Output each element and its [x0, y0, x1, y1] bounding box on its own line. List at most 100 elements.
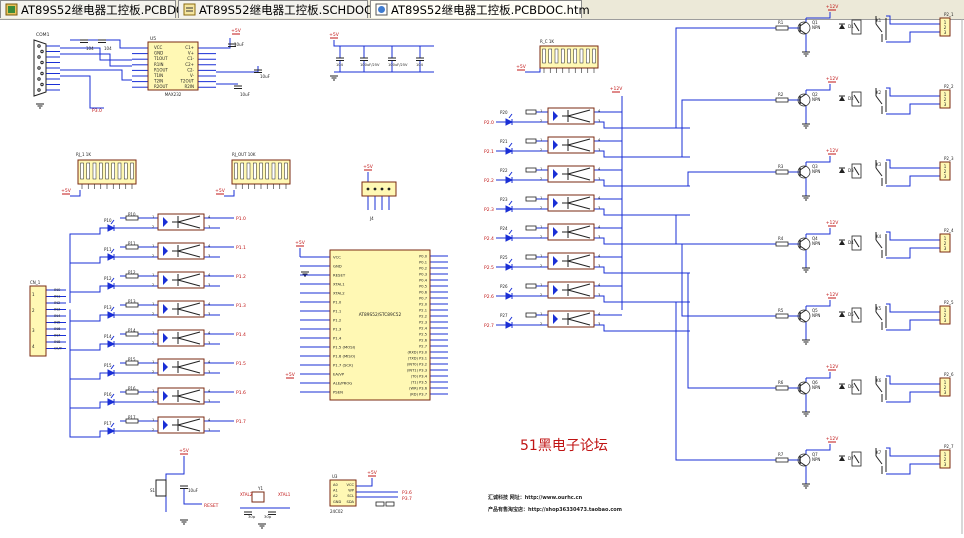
diode-ref: D5 — [848, 312, 854, 317]
transistor-ref: Q3 — [812, 164, 818, 169]
pin-number: 3 — [944, 318, 947, 323]
pin-number: 1 — [152, 273, 154, 277]
chip-pin-left: A1 — [333, 489, 338, 493]
pin-number: 1 — [944, 236, 947, 241]
resistor-symbol — [125, 215, 139, 221]
components-layer — [29, 9, 951, 529]
pin-number: 4 — [208, 302, 211, 306]
mcu-pin-right: (RD) P3.7 — [410, 393, 427, 397]
wire — [886, 391, 940, 403]
wire — [594, 237, 690, 245]
optocoupler-symbol — [163, 360, 201, 374]
optocoupler-symbol — [163, 418, 201, 432]
net-label: P1.7 — [236, 419, 246, 425]
npn-transistor-symbol — [797, 309, 811, 323]
pin-number: 2 — [540, 119, 542, 123]
pin-number: 1 — [540, 196, 542, 200]
power-label: +12V — [826, 220, 839, 226]
pin-number: 1 — [540, 283, 542, 287]
cap-value: 104 — [86, 46, 94, 51]
pin-number: 1 — [944, 20, 947, 25]
mcu-pin-right: P2.6 — [419, 339, 428, 343]
diode-symbol — [839, 239, 845, 245]
resistor-symbol — [125, 273, 139, 279]
connector-pin-label: IN3 — [54, 307, 61, 312]
resistor-symbol — [525, 109, 537, 115]
resistor-symbol — [525, 196, 537, 202]
net-label: P1.5 — [236, 361, 246, 367]
chip-pin-left: VCC — [154, 45, 163, 50]
transistor-type: NPN — [812, 169, 820, 174]
connector-pin-label: IN0 — [54, 287, 61, 292]
led-ref: P27 — [500, 313, 508, 318]
capacitor-symbol — [254, 69, 262, 73]
wire — [806, 12, 831, 19]
diode-symbol — [839, 311, 845, 317]
terminal-ref: P2_3 — [944, 156, 954, 161]
terminal-ref: P2_2 — [944, 84, 954, 89]
diode-ref: D4 — [848, 240, 854, 245]
pin-number: 1 — [152, 418, 154, 422]
pin-number: 3 — [32, 328, 35, 333]
resistor-symbol — [775, 385, 789, 391]
mcu-pin-left: RESET — [333, 273, 346, 278]
schematic-drawing: COM1U5VCCGNDT1OUTR1INR1OUTT1INT2INR2OUTC… — [29, 4, 963, 534]
mcu-pin-left: GND — [333, 264, 342, 269]
mcu-pin-right: (T0) P3.4 — [411, 375, 428, 379]
wire — [183, 489, 202, 505]
ground-symbol — [36, 103, 44, 109]
ground-symbol — [802, 123, 810, 129]
net-label: P1.1 — [236, 245, 246, 251]
optocoupler-symbol — [553, 138, 591, 152]
resistor-ref: P16 — [128, 386, 136, 391]
capacitor-symbol — [98, 39, 106, 43]
tab-label: AT89S52继电器工控板.PCBDOC — [21, 3, 194, 17]
connector-pin-label: IN8 — [54, 339, 61, 344]
pin-number: 2 — [152, 428, 154, 432]
chip-name: 24C02 — [330, 509, 343, 514]
mcu-pin-right: P0.5 — [419, 285, 427, 289]
pin-number: 1 — [944, 164, 947, 169]
terminal-block — [939, 305, 951, 325]
pin-number: 4 — [598, 283, 601, 287]
diode-ref: D1 — [848, 24, 854, 29]
net-label: P3.6 — [402, 490, 412, 496]
mcu-pin-right: P2.1 — [419, 309, 427, 313]
jumper-block — [361, 181, 397, 197]
relay-ref: K7 — [876, 450, 882, 455]
mcu-pin-left: P1.6 (MISO) — [333, 354, 356, 359]
led-ref: P22 — [500, 168, 508, 173]
optocoupler-symbol — [163, 389, 201, 403]
pin-number: 3 — [208, 370, 210, 374]
resistor-ref: P14 — [128, 328, 136, 333]
power-label: +5V — [215, 188, 226, 194]
net-label: P2.5 — [484, 265, 494, 271]
tab-schdoc[interactable]: AT89S52继电器工控板.SCHDOC — [178, 0, 372, 18]
db9-pin — [37, 88, 41, 92]
tab-pcbdoc[interactable]: AT89S52继电器工控板.PCBDOC — [0, 0, 193, 18]
power-label: +12V — [826, 148, 839, 154]
led-symbol — [107, 219, 116, 232]
relay-ref: K4 — [876, 234, 882, 239]
wire — [224, 190, 235, 197]
power-label: +12V — [826, 4, 839, 10]
wire — [675, 302, 776, 461]
pin-number: 4 — [598, 167, 601, 171]
diode-ref: D3 — [848, 168, 854, 173]
capacitor-symbol — [180, 485, 188, 489]
resistor-ref: R5 — [778, 308, 784, 313]
tab-html[interactable]: AT89S52继电器工控板.PCBDOC.htm — [370, 0, 590, 18]
optocoupler-symbol — [163, 273, 201, 287]
transistor-type: NPN — [812, 97, 820, 102]
pin-number: 1 — [152, 244, 154, 248]
capacitor-symbol — [80, 39, 88, 43]
transistor-ref: Q2 — [812, 92, 818, 97]
pin-number: 4 — [598, 254, 601, 258]
cap-value: 104 — [104, 46, 112, 51]
net-label: P1.3 — [236, 303, 246, 309]
capacitor-symbol — [360, 57, 368, 61]
wire — [886, 247, 940, 259]
mcu-pin-right: (RXD) P3.0 — [407, 351, 427, 355]
pin-number: 2 — [944, 97, 947, 102]
